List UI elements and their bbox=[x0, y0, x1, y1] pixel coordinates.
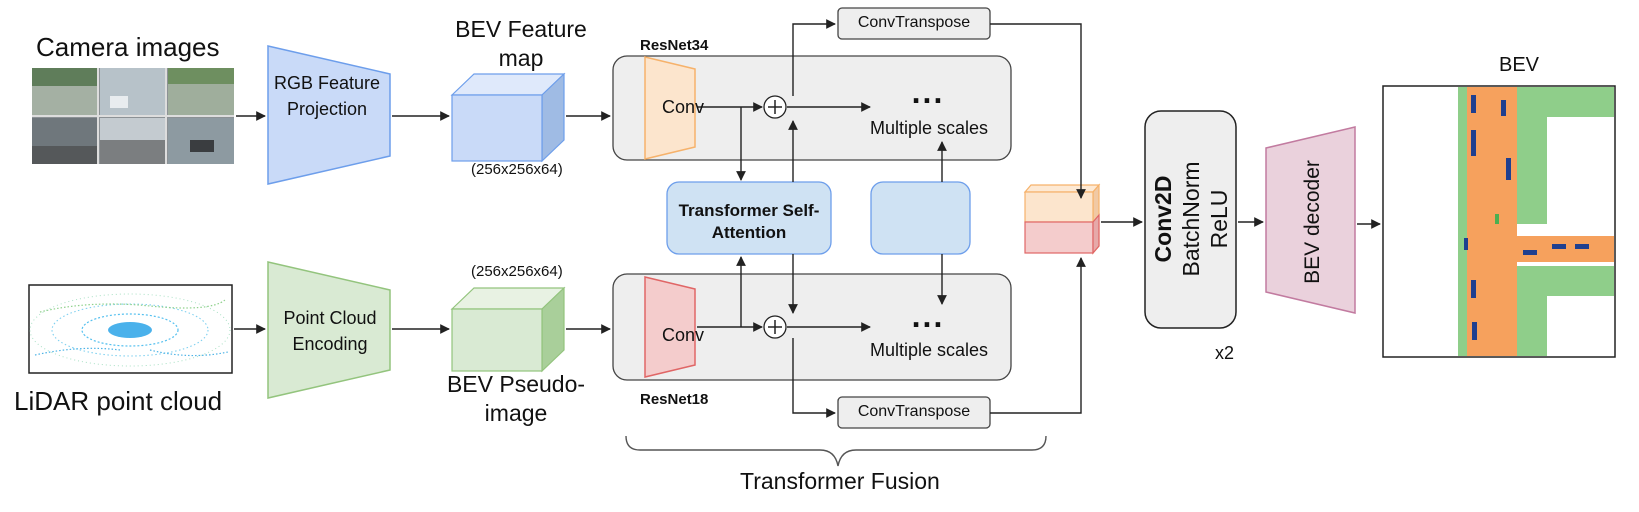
point-cloud-encoding-block bbox=[267, 261, 391, 399]
bev-pseudo-image-label: BEV Pseudo-image bbox=[446, 371, 586, 426]
camera-sum-node bbox=[763, 95, 787, 119]
camera-multiple-scales-label: Multiple scales bbox=[870, 118, 989, 138]
lidar-point-cloud-label: LiDAR point cloud bbox=[14, 386, 223, 416]
lidar-conv-label: Conv bbox=[662, 325, 705, 345]
lidar-scales-dots: ... bbox=[911, 298, 945, 334]
transformer-self-attention-block bbox=[666, 181, 832, 255]
transformer-attention-label: Transformer Self-Attention bbox=[678, 201, 820, 242]
bev-decoder-block bbox=[1265, 126, 1356, 314]
lidar-point-cloud-thumbnail bbox=[28, 284, 233, 374]
camera-convtranspose-label: ConvTranspose bbox=[857, 14, 971, 31]
pseudo-image-dims-label: (256x256x64) bbox=[471, 263, 563, 280]
bev-decoder-label: BEV decoder bbox=[1301, 160, 1324, 284]
bev-feature-map-label: BEV Feature map bbox=[455, 16, 587, 71]
bev-output-map bbox=[1382, 85, 1616, 358]
resnet34-label: ResNet34 bbox=[640, 37, 709, 54]
fused-feature-stack bbox=[1023, 183, 1101, 255]
bev-feature-map-cube bbox=[450, 72, 566, 163]
bev-output-label: BEV bbox=[1499, 54, 1540, 76]
camera-conv-label: Conv bbox=[662, 97, 705, 117]
batchnorm-label: BatchNorm bbox=[1178, 161, 1204, 276]
transformer-fusion-label: Transformer Fusion bbox=[740, 468, 940, 494]
repeat-count-label: x2 bbox=[1215, 343, 1235, 363]
lidar-conv-block bbox=[644, 276, 696, 378]
conv2d-head-block bbox=[1144, 110, 1237, 329]
transformer-fusion-brace bbox=[625, 435, 1047, 467]
lidar-convtranspose-label: ConvTranspose bbox=[857, 403, 971, 420]
bev-feature-dims-label: (256x256x64) bbox=[471, 161, 563, 178]
resnet34-backbone-box bbox=[612, 55, 1012, 161]
camera-images-label: Camera images bbox=[36, 32, 220, 62]
rgb-feature-projection-label: RGB Feature Projection bbox=[273, 73, 381, 119]
camera-images-thumbnail bbox=[32, 68, 234, 164]
rgb-feature-projection-block bbox=[267, 45, 391, 185]
bev-decoder-label-group: BEV decoder bbox=[1301, 160, 1324, 284]
conv2d-label: Conv2D bbox=[1150, 176, 1176, 263]
lidar-multiple-scales-label: Multiple scales bbox=[870, 340, 989, 360]
lidar-sum-node bbox=[763, 315, 787, 339]
camera-scales-dots: ... bbox=[911, 74, 945, 110]
relu-label: ReLU bbox=[1206, 190, 1232, 249]
resnet18-label: ResNet18 bbox=[640, 391, 709, 408]
conv2d-head-labels: Conv2D BatchNorm ReLU bbox=[1150, 161, 1232, 276]
bev-pseudo-image-cube bbox=[450, 286, 566, 373]
camera-conv-block bbox=[644, 56, 696, 160]
flow-arrows bbox=[234, 19, 1381, 418]
second-attention-block bbox=[870, 181, 971, 255]
point-cloud-encoding-label: Point Cloud Encoding bbox=[283, 308, 377, 354]
